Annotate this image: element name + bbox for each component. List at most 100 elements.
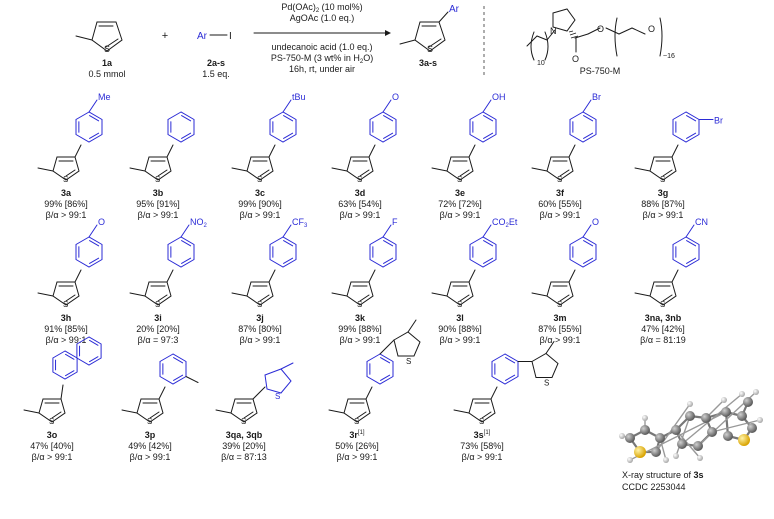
svg-text:CF3: CF3	[292, 217, 308, 229]
amount-1a: 0.5 mmol	[88, 69, 125, 79]
condition-catalyst: Pd(OAc)2 (10 mol%)	[281, 2, 362, 14]
yield-text: 50% [26%]	[335, 441, 379, 451]
ring-s-label: S	[155, 175, 160, 184]
svg-text:O: O	[648, 24, 655, 34]
yield-text: 88% [87%]	[641, 199, 685, 209]
ring-s-label: S	[479, 417, 484, 426]
ring-s-label: S	[147, 417, 152, 426]
ring-s-label: S	[63, 175, 68, 184]
product-ar-label: Ar	[449, 4, 460, 15]
selectivity-text: β/α > 99:1	[340, 210, 381, 220]
compound-id: 3na, 3nb	[645, 313, 682, 323]
selectivity-text: β/α > 99:1	[337, 452, 378, 462]
carbon-atom	[737, 411, 747, 421]
svg-text:O: O	[572, 54, 579, 64]
compound-id: 3j	[256, 313, 264, 323]
svg-text:O: O	[98, 217, 105, 227]
ring-s-label: S	[660, 300, 665, 309]
ring-s-label: S	[49, 417, 54, 426]
yield-text: 63% [54%]	[338, 199, 382, 209]
svg-text:O: O	[592, 217, 599, 227]
svg-text:NO2: NO2	[190, 217, 208, 229]
condition-oxidant: AgOAc (1.0 eq.)	[290, 13, 355, 23]
svg-text:O: O	[392, 92, 399, 102]
ring-s-label: S	[63, 300, 68, 309]
compound-id: 3r[1]	[349, 430, 365, 440]
svg-text:F: F	[392, 217, 398, 227]
compound-id-1a: 1a	[102, 58, 113, 68]
xray-caption-line2: CCDC 2253044	[622, 482, 686, 492]
selectivity-text: β/α > 99:1	[540, 210, 581, 220]
surfactant-structure: N O O O ~16 10 PS-750-M	[526, 8, 675, 76]
ring-s-label: S	[104, 44, 110, 54]
amount-2a-s: 1.5 eq.	[202, 69, 230, 79]
sulfur-atom	[634, 446, 646, 458]
svg-text:S: S	[427, 44, 433, 54]
compound-id: 3a	[61, 188, 72, 198]
product-general: Ar S 3a-s	[399, 4, 460, 68]
selectivity-text: β/α > 99:1	[540, 335, 581, 345]
ring-s-label: S	[557, 300, 562, 309]
ring-s-label: S	[457, 175, 462, 184]
compound-id: 3e	[455, 188, 465, 198]
selectivity-text: β/α > 99:1	[130, 452, 171, 462]
yield-text: 49% [42%]	[128, 441, 172, 451]
compound-id: 3p	[145, 430, 156, 440]
svg-text:S: S	[544, 379, 549, 388]
compound-id: 3h	[61, 313, 72, 323]
compound-id: 3k	[355, 313, 366, 323]
ring-s-label: S	[660, 175, 665, 184]
surfactant-label: PS-750-M	[580, 66, 621, 76]
ring-s-label: S	[257, 300, 262, 309]
selectivity-text: β/α = 97:3	[138, 335, 179, 345]
yield-text: 87% [55%]	[538, 324, 582, 334]
yield-text: 72% [72%]	[438, 199, 482, 209]
selectivity-text: β/α > 99:1	[46, 210, 87, 220]
yield-text: 87% [80%]	[238, 324, 282, 334]
selectivity-text: β/α > 99:1	[240, 335, 281, 345]
selectivity-text: β/α > 99:1	[340, 335, 381, 345]
xray-ball-stick-model	[619, 389, 763, 463]
yield-text: 99% [86%]	[44, 199, 88, 209]
xray-caption-line1: X-ray structure of 3s	[622, 470, 704, 480]
yield-text: 95% [91%]	[136, 199, 180, 209]
hydrogen-atom	[687, 401, 693, 407]
selectivity-text: β/α > 99:1	[462, 452, 503, 462]
yield-text: 99% [90%]	[238, 199, 282, 209]
substrate-1a: S 1a 0.5 mmol	[75, 21, 126, 79]
svg-text:tBu: tBu	[292, 92, 306, 102]
selectivity-text: β/α > 99:1	[440, 210, 481, 220]
condition-medium: PS-750-M (3 wt% in H2O)	[271, 53, 373, 65]
hydrogen-atom	[673, 453, 679, 459]
compound-id: 3f	[556, 188, 565, 198]
ring-s-label: S	[457, 300, 462, 309]
svg-text:Br: Br	[714, 116, 723, 126]
ring-s-label: S	[155, 300, 160, 309]
hydrogen-atom	[663, 457, 669, 463]
yield-text: 73% [58%]	[460, 441, 504, 451]
carbon-atom	[701, 413, 711, 423]
repeat-10: 10	[537, 60, 545, 67]
selectivity-text: β/α > 99:1	[138, 210, 179, 220]
condition-additive: undecanoic acid (1.0 eq.)	[271, 42, 372, 52]
carbon-atom	[743, 397, 753, 407]
carbon-atom	[677, 439, 687, 449]
ring-s-label: S	[357, 175, 362, 184]
selectivity-text: β/α > 99:1	[32, 452, 73, 462]
repeat-16: ~16	[663, 53, 675, 60]
compound-id: 3m	[553, 313, 566, 323]
carbon-atom	[625, 433, 635, 443]
yield-text: 60% [55%]	[538, 199, 582, 209]
reagent-2a-s: Ar I 2a-s 1.5 eq.	[197, 31, 232, 79]
selectivity-text: β/α > 99:1	[240, 210, 281, 220]
